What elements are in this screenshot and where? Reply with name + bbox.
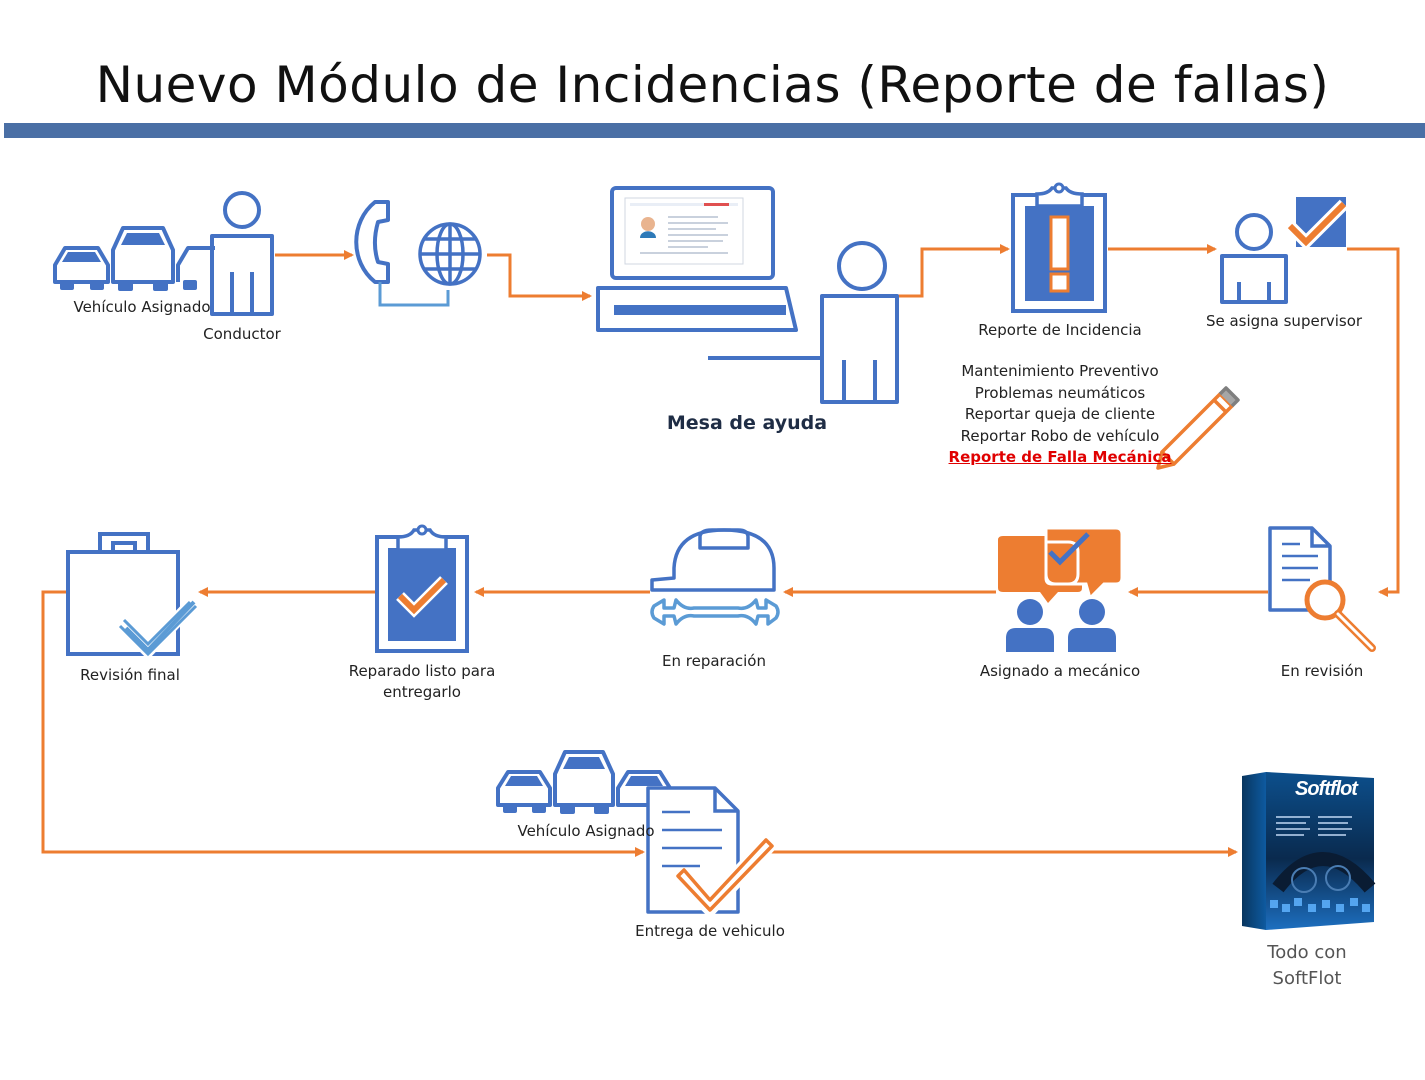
label-se-asigna-supervisor: Se asigna supervisor — [1205, 312, 1363, 330]
softflot-caption-line1: Todo con — [1267, 942, 1347, 963]
label-revision-final: Revisión final — [80, 666, 180, 684]
software-box-brand: Softflot — [1295, 778, 1358, 800]
label-entrega-vehiculo: Entrega de vehiculo — [635, 922, 785, 940]
label-reporte-incidencia: Reporte de Incidencia — [978, 321, 1142, 339]
label-reparado-line2: entregarlo — [383, 683, 461, 701]
phone-icon — [354, 200, 390, 284]
incident-type-item[interactable]: Mantenimiento Preventivo — [961, 362, 1159, 380]
globe-icon — [418, 222, 482, 286]
softflot-caption: Todo con SoftFlot — [1242, 940, 1372, 992]
arrow-globe-to-laptop — [487, 253, 592, 301]
incident-type-item[interactable]: Reportar Robo de vehículo — [960, 426, 1160, 445]
softflot-caption-line2: SoftFlot — [1272, 968, 1342, 989]
label-vehiculo-asignado-2: Vehículo Asignado — [517, 822, 655, 840]
page-title: Nuevo Módulo de Incidencias (Reporte de … — [95, 56, 1330, 114]
connector-line — [378, 282, 450, 307]
clipboard-check-icon — [375, 524, 469, 653]
cars-icon — [496, 750, 672, 814]
checkbox-icon — [1285, 197, 1349, 251]
person-icon — [820, 241, 899, 404]
helmet-wrench-icon — [650, 528, 780, 626]
label-en-revision: En revisión — [1280, 662, 1364, 680]
incident-type-item[interactable]: Problemas neumáticos — [974, 383, 1146, 402]
software-box-icon: Softflot — [1238, 770, 1378, 930]
document-check-icon — [646, 786, 775, 919]
chat-people-icon — [998, 526, 1124, 652]
incident-type-item[interactable]: Reportar queja de cliente — [964, 405, 1156, 423]
person-icon — [1220, 213, 1288, 304]
label-conductor: Conductor — [203, 325, 281, 343]
incident-type-item-highlighted[interactable]: Reporte de Falla Mecánica — [948, 448, 1172, 466]
pencil-icon — [1156, 386, 1240, 470]
bag-check-icon — [66, 532, 200, 661]
document-search-icon — [1268, 526, 1376, 652]
laptop-icon — [596, 186, 820, 360]
cars-icon — [53, 226, 215, 291]
incident-types-list: Mantenimiento Preventivo Problemas neumá… — [935, 361, 1185, 469]
arrow-supervisor-to-revision — [1347, 247, 1400, 597]
clipboard-alert-icon — [1011, 182, 1107, 313]
arrow-final-to-delivery — [41, 590, 645, 857]
person-icon — [210, 191, 274, 316]
label-asignado-mecanico: Asignado a mecánico — [979, 662, 1141, 680]
connectors — [41, 244, 1400, 857]
label-mesa-de-ayuda: Mesa de ayuda — [666, 412, 828, 434]
arrow-agent-to-report — [897, 244, 1010, 298]
title-divider — [4, 123, 1425, 138]
label-reparado-line1: Reparado listo para — [348, 662, 496, 680]
label-en-reparacion: En reparación — [662, 652, 766, 670]
label-vehiculo-asignado: Vehículo Asignado — [73, 298, 211, 316]
